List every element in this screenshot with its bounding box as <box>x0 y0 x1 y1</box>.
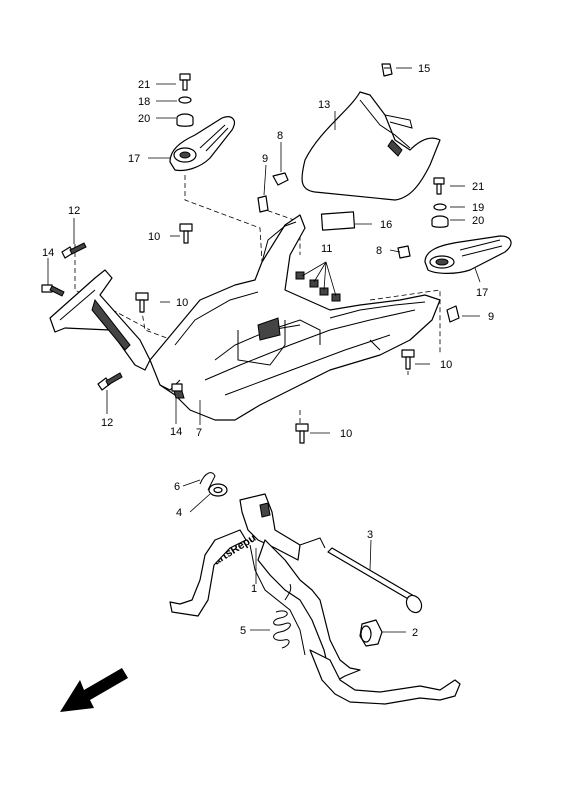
part-16-pad <box>320 211 356 231</box>
callout-20-left: 20 <box>138 113 150 125</box>
leader-lines <box>47 67 481 633</box>
callout-5: 5 <box>240 625 246 637</box>
part-19-washer-left <box>178 96 192 104</box>
callout-6: 6 <box>174 481 180 493</box>
callout-20-right: 20 <box>472 215 484 227</box>
callout-19-right: 19 <box>472 202 484 214</box>
left-side-bracket <box>49 269 151 371</box>
part-1-main-stand <box>169 493 461 705</box>
callout-8-upper: 8 <box>277 130 283 142</box>
callout-21-right: 21 <box>472 181 484 193</box>
callout-3: 3 <box>367 529 373 541</box>
part-19-washer-right <box>433 203 447 211</box>
callout-10-d: 10 <box>340 428 352 440</box>
callout-14-upper: 14 <box>42 247 54 259</box>
part-12-screw-lower <box>97 372 123 391</box>
front-direction-arrow-icon <box>60 668 128 712</box>
part-8-clip-upper <box>272 172 289 186</box>
callout-12-upper: 12 <box>68 205 80 217</box>
callout-12-lower: 12 <box>101 417 113 429</box>
callout-8-right: 8 <box>376 245 382 257</box>
part-14-screw-lower <box>171 383 185 399</box>
part-13-front-cover <box>301 91 441 201</box>
callout-7: 7 <box>196 427 202 439</box>
part-17-footrest-right <box>424 235 512 274</box>
callout-2: 2 <box>412 627 418 639</box>
part-10-bolt-d <box>295 423 309 444</box>
part-14-screw-upper <box>41 284 65 297</box>
part-7-footboard <box>149 214 441 421</box>
part-8-clip-right <box>397 245 411 259</box>
part-3-shaft <box>327 547 423 614</box>
callout-19-left: 18 <box>138 96 150 108</box>
part-12-screw-upper <box>61 242 87 259</box>
callout-9-upper: 9 <box>262 153 268 165</box>
part-21-bolt-right <box>433 177 445 195</box>
part-5-spring <box>273 583 292 649</box>
part-18-footrest-left <box>169 116 235 172</box>
callout-11: 11 <box>321 243 332 255</box>
part-20-damper-right <box>431 215 449 228</box>
part-21-bolt-left <box>179 73 191 91</box>
part-10-bolt-c <box>401 349 415 370</box>
callout-13: 13 <box>318 99 330 111</box>
callout-15: 15 <box>418 63 430 75</box>
part-10-bolt-a <box>179 223 193 244</box>
callout-9-right: 9 <box>488 311 494 323</box>
callout-21-left: 21 <box>138 79 150 91</box>
part-10-bolt-b <box>135 292 149 313</box>
callout-labels: 21 18 20 17 15 13 8 9 21 19 20 16 10 11 … <box>42 63 494 639</box>
part-20-damper-left <box>176 113 194 127</box>
part-15-clip <box>381 63 393 77</box>
part-2-stopper <box>359 619 383 647</box>
callout-10-b: 10 <box>176 297 188 309</box>
callout-10-a: 10 <box>148 231 160 243</box>
part-9-clip-upper <box>257 195 269 213</box>
part-4-washer <box>208 483 228 497</box>
callout-14-lower: 14 <box>170 426 182 438</box>
callout-18: 17 <box>128 153 140 165</box>
callout-10-c: 10 <box>440 359 452 371</box>
callout-1: 1 <box>251 583 257 595</box>
part-9-clip-right <box>446 305 460 323</box>
part-6-cotter-pin <box>199 472 216 491</box>
callout-4: 4 <box>176 507 182 519</box>
callout-17: 17 <box>476 287 488 299</box>
callout-16: 16 <box>380 219 392 231</box>
